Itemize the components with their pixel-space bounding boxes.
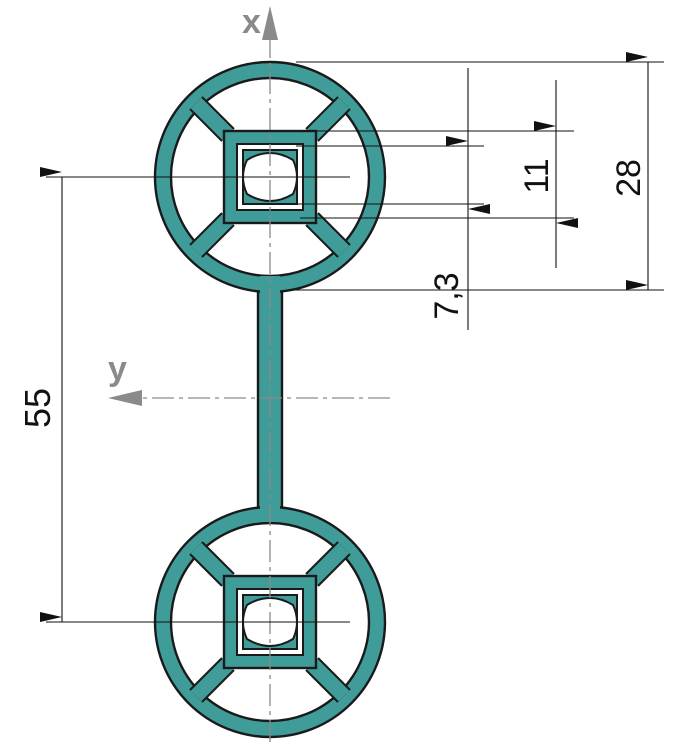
lower-hub-spoke-3 bbox=[306, 658, 350, 702]
upper-hub-spoke-1 bbox=[306, 97, 350, 141]
dimension-label-55: 55 bbox=[17, 388, 58, 428]
y-axis-arrowhead bbox=[108, 390, 142, 406]
dimension-lines bbox=[40, 52, 664, 623]
center-axes: x y bbox=[108, 3, 390, 742]
dimension-label-28: 28 bbox=[610, 159, 648, 197]
dimension-labels: 28 11 7,3 55 bbox=[17, 158, 648, 428]
y-axis-label: y bbox=[108, 350, 127, 388]
lower-hub-spoke-0 bbox=[190, 542, 234, 586]
dimension-label-7-3: 7,3 bbox=[428, 272, 466, 319]
upper-hub-spoke-2 bbox=[190, 213, 234, 257]
x-axis-arrowhead bbox=[262, 6, 278, 40]
dimension-label-11: 11 bbox=[518, 158, 556, 193]
lower-hub-spoke-1 bbox=[306, 542, 350, 586]
x-axis-label: x bbox=[242, 3, 261, 41]
lower-hub-spoke-2 bbox=[190, 658, 234, 702]
upper-hub-spoke-3 bbox=[306, 213, 350, 257]
upper-hub-spoke-0 bbox=[190, 97, 234, 141]
